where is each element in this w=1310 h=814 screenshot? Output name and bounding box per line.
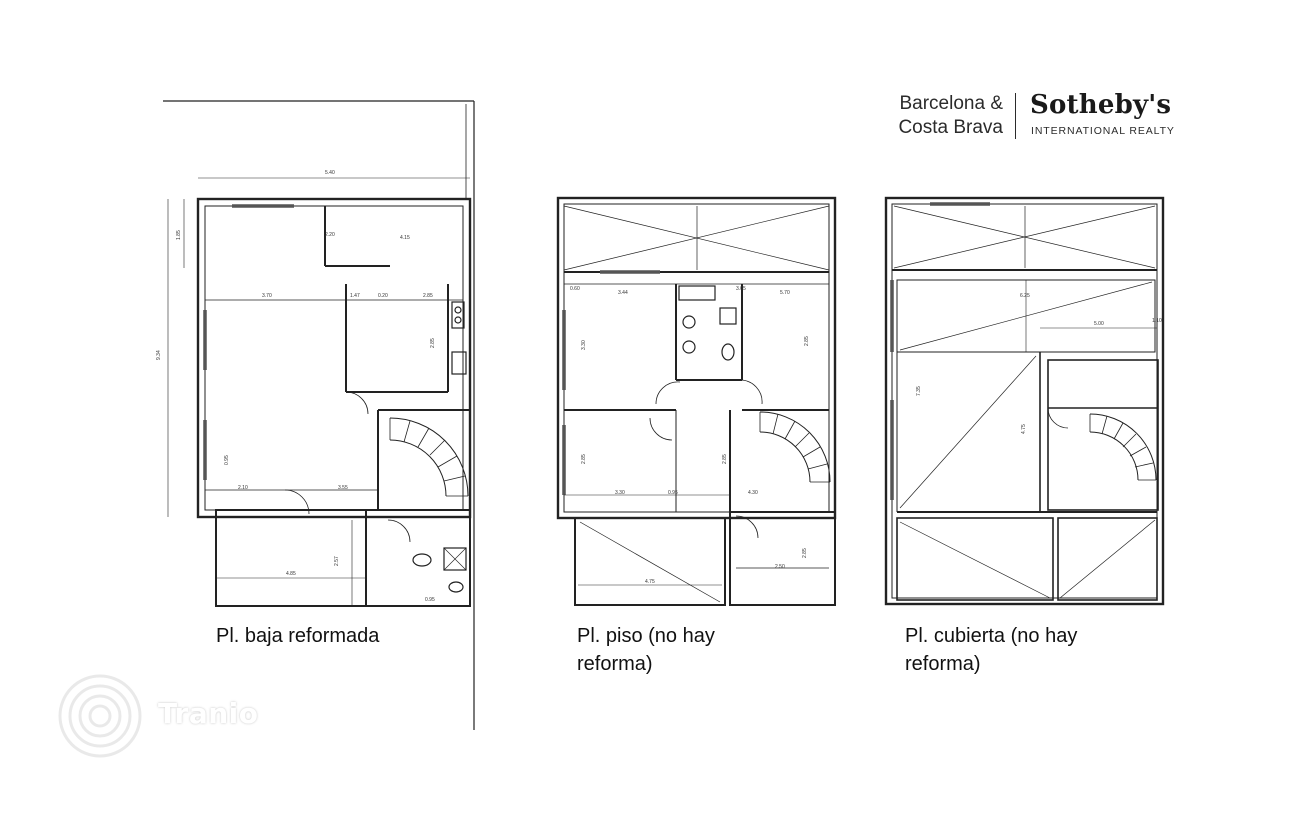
dimension-label: 1.10 [1152,318,1162,324]
dimension-label: 9.34 [156,350,162,360]
brand-line-1: Barcelona & [899,93,1003,114]
dimension-label: 2.85 [581,454,587,464]
dimension-label: 4.75 [1021,424,1027,434]
dimension-label: 4.85 [286,571,296,577]
roof-plan [884,196,1165,606]
dimension-label: 3.44 [618,290,628,296]
caption-line: reforma) [577,653,653,675]
caption-first-floor: Pl. piso (no hay reforma) [577,622,715,678]
dimension-label: 3.05 [736,286,746,292]
dimension-label: 5.00 [1094,321,1104,327]
dimension-label: 1.85 [176,230,182,240]
brand-divider [1015,93,1016,139]
caption-line: Pl. baja reformada [216,625,380,647]
dimension-label: 2.57 [334,556,340,566]
dimension-label: 0.95 [425,597,435,603]
ground-floor-plan [163,100,475,730]
dimension-label: 3.70 [262,293,272,299]
brand-logo-subtitle: INTERNATIONAL REALTY [1031,125,1175,137]
dimension-label: 1.47 [350,293,360,299]
dimension-label: 7.35 [916,386,922,396]
caption-line: Pl. piso (no hay [577,625,715,647]
caption-roof: Pl. cubierta (no hay reforma) [905,622,1077,678]
dimension-label: 3.30 [615,490,625,496]
dimension-label: 4.15 [400,235,410,241]
brand-line-2: Costa Brava [898,117,1003,138]
dimension-label: 3.55 [338,485,348,491]
dimension-label: 0.95 [224,455,230,465]
caption-line: reforma) [905,653,981,675]
dimension-label: 2.20 [325,232,335,238]
dimension-label: 6.25 [1020,293,1030,299]
dimension-label: 0.95 [668,490,678,496]
watermark-text: Tranio [158,697,259,730]
dimension-label: 2.50 [775,564,785,570]
dimension-label: 0.60 [570,286,580,292]
brand-location: Barcelona & Costa Brava [878,92,1003,140]
dimension-label: 4.30 [748,490,758,496]
dimension-label: 2.85 [423,293,433,299]
dimension-label: 4.75 [645,579,655,585]
dimension-label: 2.85 [430,338,436,348]
dimension-label: 2.85 [802,548,808,558]
dimension-label: 5.40 [325,170,335,176]
caption-ground-floor: Pl. baja reformada [216,622,379,650]
dimension-label: 2.10 [238,485,248,491]
dimension-label: 2.85 [722,454,728,464]
dimension-label: 5.70 [780,290,790,296]
first-floor-plan [556,196,837,606]
brand-logo-name: Sotheby's [1030,90,1172,120]
dimension-label: 3.30 [581,340,587,350]
watermark-logo-icon [58,674,142,758]
dimension-label: 2.85 [804,336,810,346]
dimension-label: 0.20 [378,293,388,299]
caption-line: Pl. cubierta (no hay [905,625,1078,647]
